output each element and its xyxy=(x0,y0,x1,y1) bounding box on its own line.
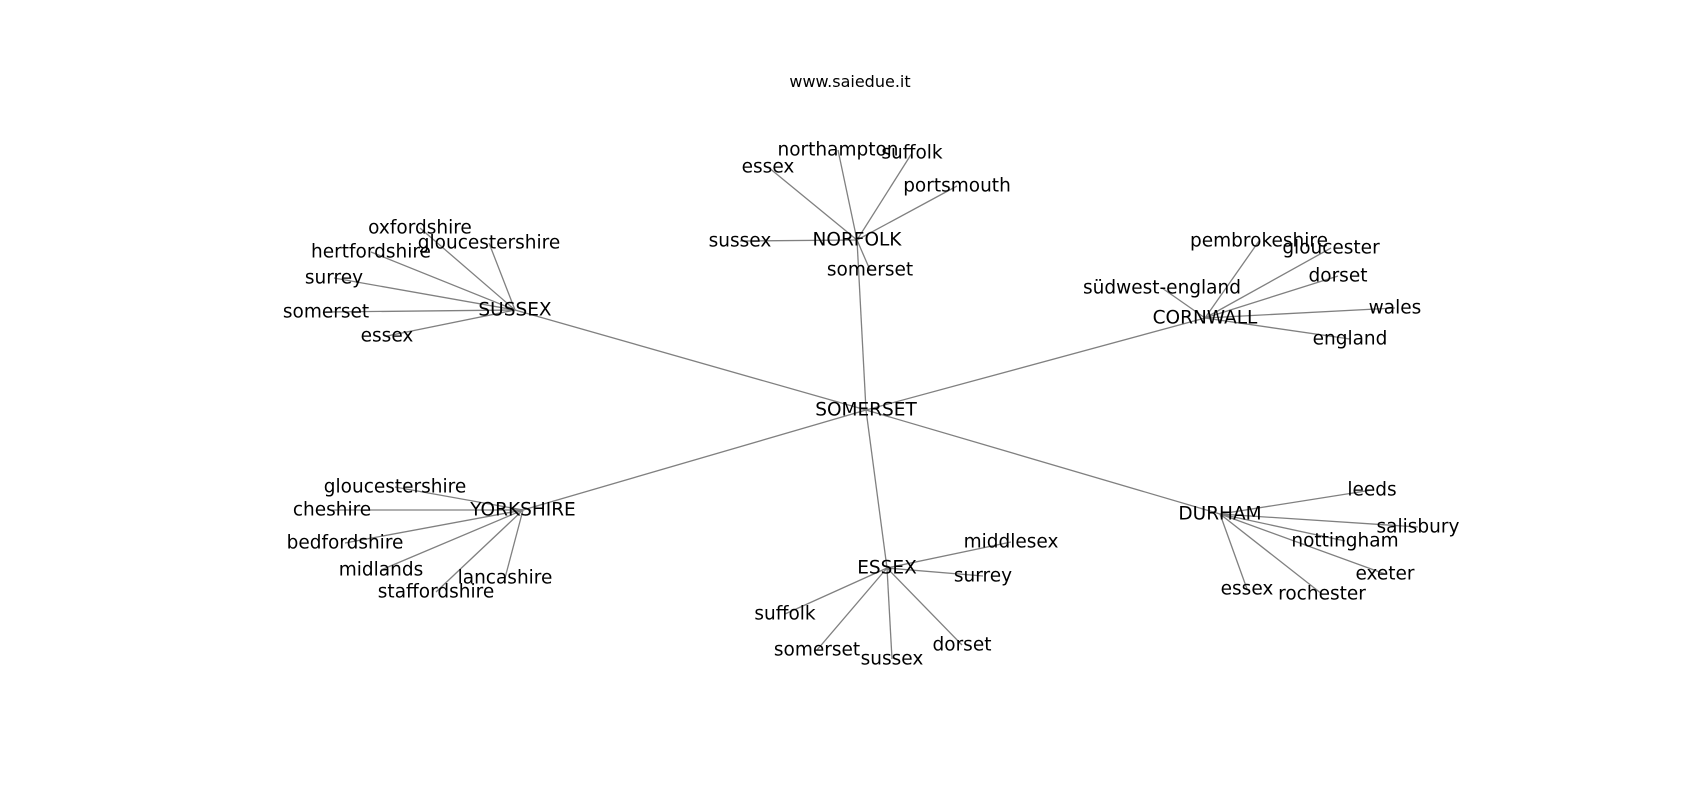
leaf-node-label: midlands xyxy=(339,560,424,581)
edge xyxy=(522,409,867,511)
leaf-node-label: surrey xyxy=(954,566,1012,587)
edge xyxy=(333,277,516,311)
edge xyxy=(504,509,524,579)
edge xyxy=(380,509,524,571)
leaf-node-label: gloucester xyxy=(1282,238,1380,259)
edge xyxy=(1219,513,1346,542)
edge-layer xyxy=(325,149,1419,660)
edge xyxy=(1219,513,1323,595)
root-node-label: SOMERSET xyxy=(815,400,917,421)
hub-node-label: CORNWALL xyxy=(1153,308,1258,329)
edge xyxy=(816,567,888,651)
edge xyxy=(1219,489,1373,515)
edge xyxy=(514,309,867,411)
edge xyxy=(856,185,958,241)
hub-node-label: DURHAM xyxy=(1178,504,1261,525)
leaf-node-label: gloucestershire xyxy=(418,233,560,254)
edge xyxy=(837,149,858,241)
hub-node-label: NORFOLK xyxy=(813,230,903,251)
hub-node-label: SUSSEX xyxy=(478,300,551,321)
edge xyxy=(1219,513,1248,590)
leaf-node-label: dorset xyxy=(933,635,992,656)
leaf-node-label: portsmouth xyxy=(903,176,1011,197)
edge xyxy=(435,509,524,593)
edge xyxy=(856,239,871,271)
label-layer: SOMERSETNORFOLKnorthamptonsuffolkessexpo… xyxy=(283,140,1460,670)
edge xyxy=(386,309,516,337)
leaf-node-label: cheshire xyxy=(293,500,371,521)
leaf-node-label: somerset xyxy=(774,640,860,661)
leaf-node-label: suffolk xyxy=(881,143,943,164)
edge xyxy=(344,509,524,544)
edge xyxy=(419,227,516,311)
leaf-node-label: sussex xyxy=(861,649,924,670)
leaf-node-label: england xyxy=(1313,329,1388,350)
leaf-node-label: dorset xyxy=(1309,266,1368,287)
edge xyxy=(1204,247,1332,319)
edge xyxy=(856,152,913,241)
edge xyxy=(886,567,893,660)
leaf-node-label: exeter xyxy=(1355,564,1414,585)
leaf-node-label: pembrokeshire xyxy=(1190,231,1328,252)
leaf-node-label: northampton xyxy=(777,140,898,161)
leaf-node-label: essex xyxy=(1221,579,1274,600)
leaf-node-label: hertfordshire xyxy=(311,242,431,263)
edge xyxy=(1204,317,1351,340)
leaf-node-label: nottingham xyxy=(1291,531,1398,552)
edge xyxy=(856,239,867,411)
hub-node-label: ESSEX xyxy=(857,558,917,579)
edge xyxy=(865,409,888,569)
leaf-node-label: essex xyxy=(742,157,795,178)
leaf-node-label: lancashire xyxy=(458,568,553,589)
leaf-node-label: surrey xyxy=(305,268,363,289)
site-title: www.saiedue.it xyxy=(789,72,911,91)
edge xyxy=(1219,513,1419,528)
edge xyxy=(865,317,1206,411)
edge xyxy=(1204,307,1396,319)
edge xyxy=(1219,513,1386,575)
edge xyxy=(325,309,516,313)
edge xyxy=(1204,275,1339,319)
leaf-node-label: suffolk xyxy=(754,604,816,625)
leaf-node-label: gloucestershire xyxy=(324,477,466,498)
edge xyxy=(1204,240,1260,319)
edge xyxy=(886,567,984,577)
leaf-node-label: somerset xyxy=(827,260,913,281)
edge xyxy=(394,486,524,511)
leaf-node-label: essex xyxy=(361,326,414,347)
edge xyxy=(739,239,858,242)
edge xyxy=(370,251,516,311)
edge xyxy=(784,567,888,615)
edge xyxy=(886,567,963,646)
edge xyxy=(767,166,858,241)
hub-node-label: YORKSHIRE xyxy=(469,500,576,521)
leaf-node-label: südwest-england xyxy=(1083,278,1241,299)
leaf-node-label: rochester xyxy=(1278,584,1366,605)
leaf-node-label: salisbury xyxy=(1377,517,1460,538)
leaf-node-label: sussex xyxy=(709,231,772,252)
edge xyxy=(1161,287,1206,319)
leaf-node-label: staffordshire xyxy=(378,582,494,603)
leaf-node-label: somerset xyxy=(283,302,369,323)
edge xyxy=(886,541,1012,569)
edge xyxy=(488,242,516,311)
leaf-node-label: wales xyxy=(1369,298,1422,319)
leaf-node-label: bedfordshire xyxy=(287,533,404,554)
leaf-node-label: oxfordshire xyxy=(368,218,472,239)
leaf-node-label: middlesex xyxy=(964,532,1059,553)
edge xyxy=(865,409,1221,515)
leaf-node-label: leeds xyxy=(1347,480,1396,501)
